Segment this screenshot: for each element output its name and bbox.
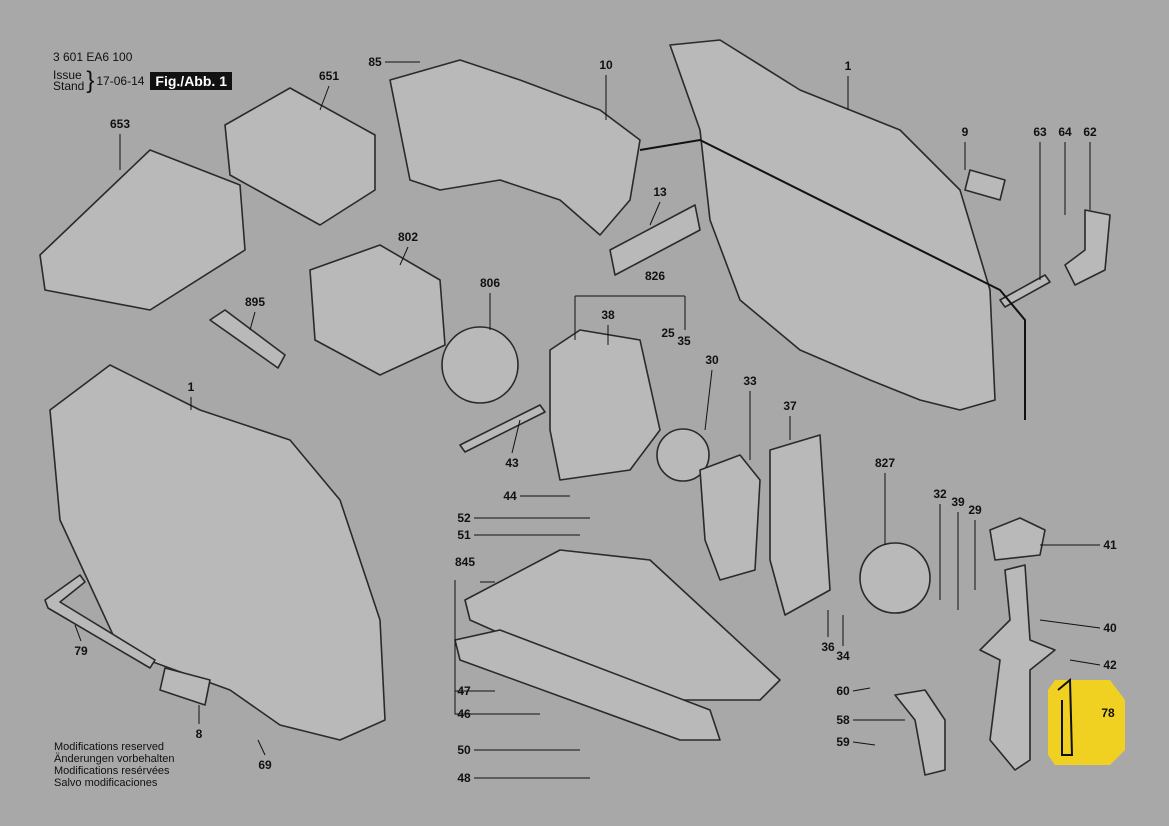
lever: [894, 689, 946, 776]
part-label-48: 48: [457, 771, 471, 785]
part-label-30: 30: [705, 353, 719, 367]
housing-half-left: [49, 364, 386, 741]
cover-plate: [769, 434, 831, 616]
issue-date: 17-06-14: [96, 74, 145, 88]
label-9: [964, 169, 1006, 201]
stroke-rod: [979, 564, 1056, 771]
stand-label: Stand: [53, 79, 85, 93]
note: Modifications reserved: [54, 741, 165, 753]
part-number: 3 601 EA6 100: [53, 50, 133, 64]
spring-clip-78: [1057, 677, 1074, 756]
part-label-895: 895: [244, 295, 266, 309]
guide-plate: [699, 454, 761, 581]
rod-43: [459, 404, 546, 453]
part-label-47: 47: [457, 684, 471, 698]
part-label-39: 39: [951, 495, 965, 509]
part-label-60: 60: [836, 684, 850, 698]
part-label-29: 29: [968, 503, 982, 517]
leader-wire: [639, 138, 1026, 420]
part-label-827: 827: [874, 456, 896, 470]
switch-harness: [389, 59, 641, 236]
base-shoe: [454, 629, 721, 741]
highlight-78: [1048, 680, 1125, 765]
hex-key: [44, 574, 156, 669]
part-label-44: 44: [503, 489, 517, 503]
clamp: [989, 517, 1046, 561]
part-label-37: 37: [783, 399, 797, 413]
part-label-52: 52: [457, 511, 471, 525]
part-label-43: 43: [505, 456, 519, 470]
part-label-32: 32: [933, 487, 947, 501]
note: Modifications resérvées: [54, 765, 170, 777]
part-label-58: 58: [836, 713, 850, 727]
part-label-78: 78: [1101, 706, 1115, 720]
leader-lines: [74, 61, 1101, 779]
washer: [656, 428, 710, 482]
part-label-8: 8: [195, 727, 203, 741]
charger: [39, 149, 246, 311]
part-label-653: 653: [109, 117, 131, 131]
part-label-25: 25: [661, 326, 675, 340]
part-label-63: 63: [1033, 125, 1047, 139]
part-label-42: 42: [1103, 658, 1117, 672]
part-label-59: 59: [836, 735, 850, 749]
part-label-38: 38: [601, 308, 615, 322]
part-label-13: 13: [653, 185, 667, 199]
part-label-651: 651: [318, 69, 340, 83]
notes: Modifications reserved Änderungen vorbeh…: [54, 741, 174, 789]
part-label-62: 62: [1083, 125, 1097, 139]
part-label-806: 806: [479, 276, 501, 290]
issue-label: Issue: [53, 68, 82, 82]
part-label-85: 85: [368, 55, 382, 69]
part-label-40: 40: [1103, 621, 1117, 635]
battery-pack: [224, 87, 376, 226]
brace-icon: }: [86, 67, 95, 94]
pin-63: [999, 274, 1051, 308]
part-label-51: 51: [457, 528, 471, 542]
part-label-50: 50: [457, 743, 471, 757]
part-label-46: 46: [457, 707, 471, 721]
part-label-79: 79: [74, 644, 88, 658]
part-label-1: 1: [187, 380, 195, 394]
part-label-36: 36: [821, 640, 835, 654]
figure-label: Fig./Abb. 1: [150, 72, 232, 90]
gear-housing: [549, 329, 661, 481]
part-label-33: 33: [743, 374, 757, 388]
note: Änderungen vorbehalten: [54, 753, 175, 765]
part-label-845: 845: [454, 555, 476, 569]
part-label-826: 826: [644, 269, 666, 283]
fan: [441, 326, 519, 404]
note: Salvo modificaciones: [54, 777, 158, 789]
motor: [309, 244, 446, 376]
cover-13: [609, 204, 701, 276]
part-label-35: 35: [677, 334, 691, 348]
part-label-9: 9: [961, 125, 969, 139]
part-label-64: 64: [1058, 125, 1072, 139]
gear: [859, 542, 931, 614]
part-label-1: 1: [844, 59, 852, 73]
tube-895: [209, 309, 286, 369]
part-label-802: 802: [397, 230, 419, 244]
part-label-34: 34: [836, 649, 850, 663]
part-label-10: 10: [599, 58, 613, 72]
cam-62: [1064, 209, 1111, 286]
label-8: [159, 667, 211, 706]
part-label-41: 41: [1103, 538, 1117, 552]
housing-half-right: [669, 39, 996, 411]
part-label-69: 69: [258, 758, 272, 772]
